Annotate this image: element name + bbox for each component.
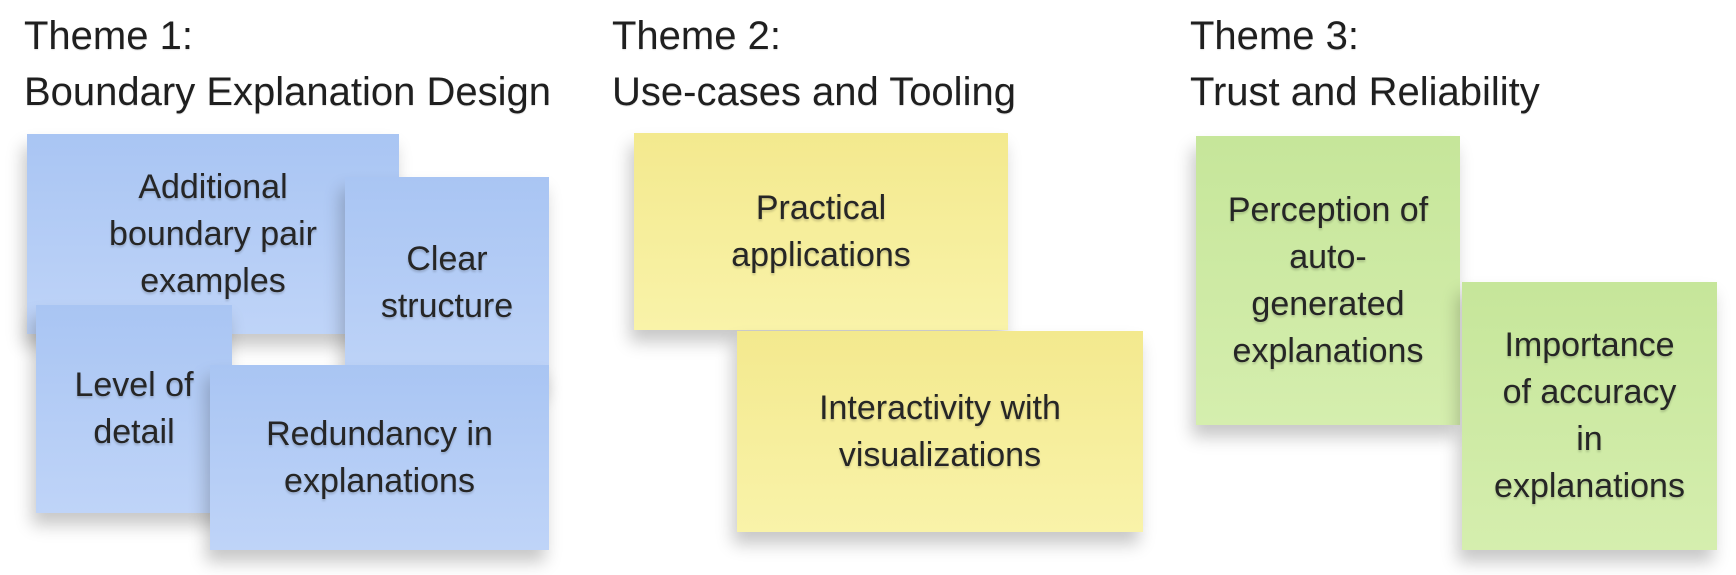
theme-1-title: Theme 1: Boundary Explanation Design	[24, 14, 552, 114]
sticky-note-additional-boundary-pair-examples[interactable]: Additional boundary pair examples	[27, 134, 399, 334]
sticky-note-redundancy-in-explanations[interactable]: Redundancy in explanations	[210, 365, 549, 550]
sticky-note-clear-structure[interactable]: Clear structure	[345, 177, 549, 388]
theme-3-title: Theme 3: Trust and Reliability	[1190, 14, 1540, 114]
sticky-note-importance-of-accuracy-in-explanations[interactable]: Importance of accuracy in explanations	[1462, 282, 1717, 550]
sticky-note-interactivity-with-visualizations[interactable]: Interactivity with visualizations	[737, 331, 1143, 532]
sticky-note-perception-of-auto-generated-explanations[interactable]: Perception of auto- generated explanatio…	[1196, 136, 1460, 425]
sticky-note-level-of-detail[interactable]: Level of detail	[36, 305, 232, 513]
sticky-note-practical-applications[interactable]: Practical applications	[634, 133, 1008, 330]
theme-2-title: Theme 2: Use-cases and Tooling	[612, 14, 1016, 114]
